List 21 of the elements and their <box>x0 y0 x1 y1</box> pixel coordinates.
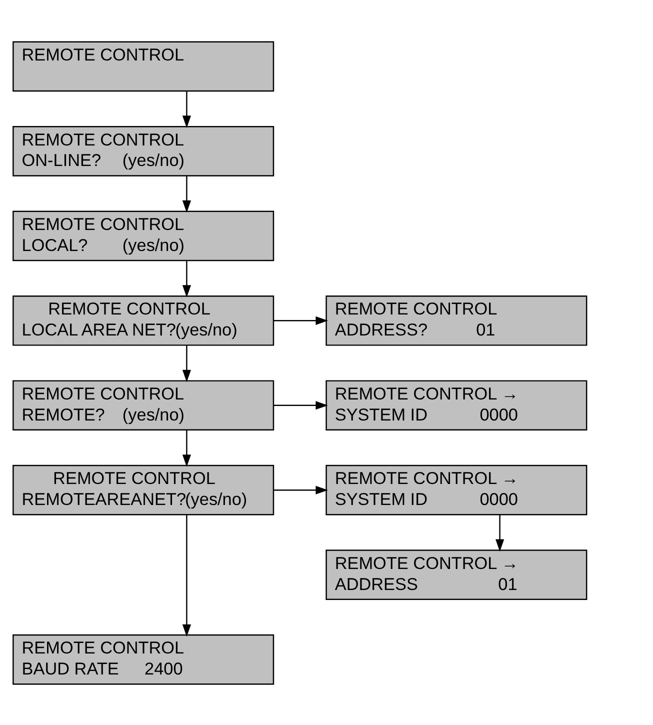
node-box: REMOTE CONTROL REMOTEAREANET?(yes/no) <box>12 464 274 515</box>
node-box: REMOTE CONTROL LOCAL AREA NET?(yes/no) <box>12 294 274 346</box>
arrow <box>182 260 192 297</box>
arrow <box>182 90 192 128</box>
arrow <box>182 430 192 466</box>
arrow <box>182 176 192 212</box>
arrow <box>274 485 328 494</box>
arrow <box>496 514 504 552</box>
node-box: REMOTE CONTROL <box>12 40 274 92</box>
node-box: REMOTE CONTROL BAUD RATE 2400 <box>12 634 274 684</box>
arrow <box>182 514 192 636</box>
node-box: REMOTE CONTROL ADDRESS? 01 <box>326 294 588 346</box>
arrow <box>274 400 328 410</box>
node-box: REMOTE CONTROL → SYSTEM ID 0000 <box>326 380 588 430</box>
arrow <box>182 345 192 382</box>
arrow <box>274 316 328 324</box>
node-box: REMOTE CONTROL → ADDRESS 01 <box>326 549 588 600</box>
node-box: REMOTE CONTROL → SYSTEM ID 0000 <box>326 464 588 515</box>
node-box: REMOTE CONTROL REMOTE? (yes/no) <box>12 380 274 430</box>
node-box: REMOTE CONTROL ON-LINE? (yes/no) <box>12 126 274 176</box>
node-box: REMOTE CONTROL LOCAL? (yes/no) <box>12 210 274 261</box>
